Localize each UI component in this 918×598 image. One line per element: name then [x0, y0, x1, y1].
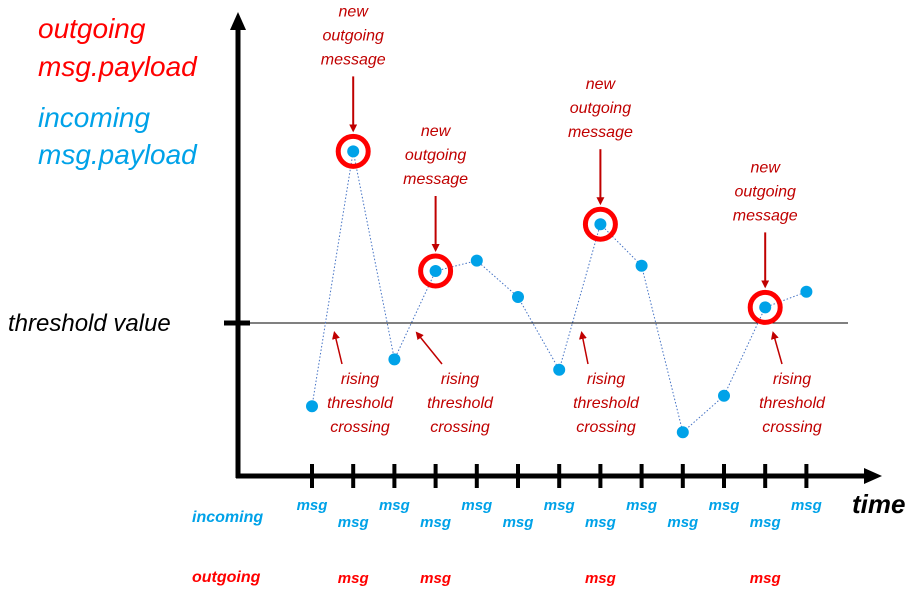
- incoming-msg-label: msg: [626, 497, 657, 514]
- incoming-point: [594, 218, 607, 231]
- incoming-msg-label: msg: [709, 497, 740, 514]
- outgoing-msg-label: msg: [420, 570, 451, 587]
- incoming-msg-label: msg: [297, 497, 328, 514]
- new-message-label: outgoing: [570, 100, 631, 117]
- incoming-point: [759, 301, 772, 314]
- incoming-msg-label: msg: [503, 514, 534, 531]
- new-message-label: new: [339, 3, 370, 20]
- outgoing-msg-label: msg: [338, 570, 369, 587]
- incoming-point: [512, 291, 524, 303]
- new-message-label: new: [751, 159, 782, 176]
- rising-crossing-arrow: [579, 331, 589, 365]
- incoming-msg-label: msg: [791, 497, 822, 514]
- outgoing-msg-label: msg: [750, 570, 781, 587]
- rising-crossing-label: crossing: [762, 419, 822, 436]
- new-message-label: message: [403, 171, 468, 188]
- new-message-label: new: [421, 123, 452, 140]
- incoming-msg-label: msg: [338, 514, 369, 531]
- rising-crossing-label: rising: [341, 371, 379, 388]
- incoming-msg-label: msg: [585, 514, 616, 531]
- rising-crossing-label: crossing: [430, 419, 490, 436]
- x-axis-arrowhead: [864, 468, 882, 484]
- row-label-outgoing: outgoing: [192, 569, 261, 586]
- incoming-msg-label: msg: [544, 497, 575, 514]
- outgoing-marker: [582, 206, 618, 242]
- rising-crossing-label: threshold: [573, 395, 640, 412]
- outgoing-marker: [335, 133, 371, 169]
- rising-crossing-label: threshold: [427, 395, 494, 412]
- row-label-incoming: incoming: [192, 509, 263, 526]
- legend-outgoing-line1: outgoing: [38, 13, 146, 44]
- rising-crossing-arrow: [770, 331, 783, 365]
- y-axis-arrowhead: [230, 12, 246, 30]
- incoming-msg-label: msg: [667, 514, 698, 531]
- legend-outgoing-line2: msg.payload: [38, 51, 198, 82]
- incoming-msg-label: msg: [461, 497, 492, 514]
- outgoing-msg-label: msg: [585, 570, 616, 587]
- incoming-point: [470, 254, 483, 267]
- incoming-point: [718, 389, 730, 402]
- incoming-point: [553, 363, 566, 376]
- incoming-point: [635, 259, 648, 272]
- incoming-msg-label: msg: [750, 514, 781, 531]
- incoming-msg-label: msg: [420, 514, 451, 531]
- incoming-point: [429, 265, 442, 277]
- threshold-label: threshold value: [8, 310, 171, 337]
- new-message-label: new: [586, 76, 617, 93]
- new-message-label: outgoing: [405, 147, 466, 164]
- new-message-label: message: [568, 124, 633, 141]
- rising-crossing-label: crossing: [330, 419, 390, 436]
- chart-layer: new outgoing message new outgoing message new o…: [297, 3, 826, 587]
- incoming-msg-label: msg: [379, 497, 410, 514]
- incoming-point: [676, 426, 689, 439]
- rising-crossing-label: rising: [441, 371, 479, 388]
- rising-crossing-arrow: [332, 331, 343, 365]
- payload-trace: [311, 151, 807, 434]
- new-message-label: outgoing: [735, 183, 796, 200]
- time-label: time: [852, 489, 905, 519]
- incoming-point: [306, 400, 318, 413]
- rising-crossing-label: rising: [587, 371, 625, 388]
- rising-crossing-label: rising: [773, 371, 811, 388]
- new-message-label: message: [321, 51, 386, 68]
- legend-incoming-line1: incoming: [38, 102, 150, 133]
- rising-crossing-label: threshold: [327, 395, 394, 412]
- new-message-label: outgoing: [323, 27, 384, 44]
- incoming-point: [347, 145, 360, 158]
- incoming-point: [800, 285, 813, 298]
- legend-incoming-line2: msg.payload: [38, 139, 198, 170]
- incoming-point: [388, 353, 401, 366]
- outgoing-marker: [418, 253, 454, 289]
- outgoing-marker: [747, 289, 783, 325]
- rising-crossing-label: crossing: [576, 419, 636, 436]
- rising-crossing-label: threshold: [759, 395, 826, 412]
- rising-crossing-arrow: [415, 331, 443, 365]
- new-message-label: message: [733, 207, 798, 224]
